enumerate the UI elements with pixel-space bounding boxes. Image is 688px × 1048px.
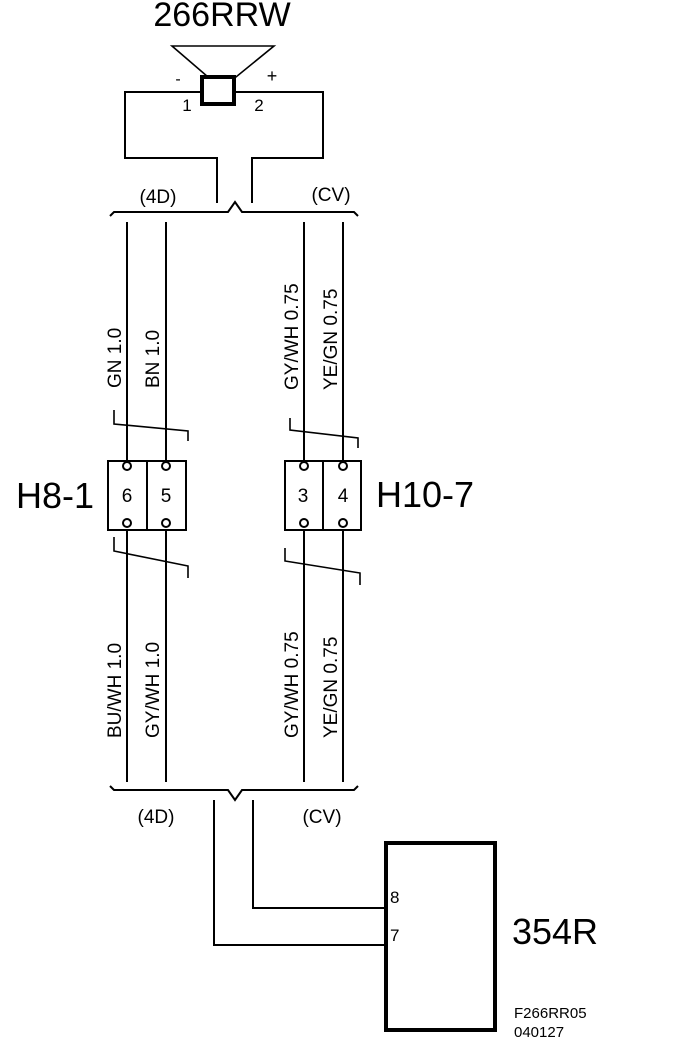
h8-pin-5: 5 [161, 486, 172, 507]
upper-wire-labels: GN 1.0 BN 1.0 GY/WH 0.75 YE/GN 0.75 [105, 283, 342, 390]
connector-h8-label: H8-1 [16, 475, 94, 516]
wire-label-gywh-upper: GY/WH 0.75 [282, 283, 303, 390]
wire-label-gn: GN 1.0 [105, 328, 126, 388]
speaker-leads [124, 91, 324, 203]
lower-wire-labels: BU/WH 1.0 GY/WH 1.0 GY/WH 0.75 YE/GN 0.7… [105, 631, 342, 738]
speaker-pin1-label: 1 [182, 96, 191, 115]
figure-code-line2: 040127 [514, 1024, 564, 1041]
bottom-variant-right-label: (CV) [302, 807, 341, 828]
connector-h10-7: 3 4 H10-7 [284, 418, 474, 585]
wire-label-buwh: BU/WH 1.0 [105, 643, 126, 738]
top-variant-right-label: (CV) [311, 185, 350, 206]
speaker-cone [169, 45, 277, 78]
figure-code: F266RR05 040127 [514, 1005, 587, 1041]
connector-h8-1: 6 5 H8-1 [16, 410, 189, 578]
speaker-body [200, 75, 236, 106]
module-feed-wires [213, 800, 386, 946]
h10-pin-3: 3 [298, 486, 309, 507]
speaker-pin2-label: 2 [254, 96, 263, 115]
speaker-label: 266RRW [153, 0, 290, 34]
module-354r: 8 7 354R [384, 841, 598, 1032]
module-pin-8: 8 [390, 888, 399, 907]
speaker-plus-label: + [267, 66, 278, 86]
wire-label-gywh-lower: GY/WH 0.75 [282, 631, 303, 738]
lower-wires [126, 530, 344, 782]
connector-h10-label: H10-7 [376, 474, 474, 515]
top-variant-left-label: (4D) [140, 187, 177, 208]
wire-label-yegn-upper: YE/GN 0.75 [321, 289, 342, 390]
upper-wires [126, 222, 344, 462]
h8-pin-6: 6 [122, 486, 133, 507]
bottom-variant-left-label: (4D) [138, 807, 175, 828]
module-pin-7: 7 [390, 926, 399, 945]
h10-pin-4: 4 [338, 486, 349, 507]
speaker-266rrw: 266RRW - + 1 2 [153, 0, 290, 115]
bottom-variant-bracket: (4D) (CV) [109, 785, 359, 828]
wire-label-bn: BN 1.0 [143, 330, 164, 388]
module-label: 354R [512, 911, 598, 952]
figure-code-line1: F266RR05 [514, 1005, 587, 1022]
wire-label-gywh-1: GY/WH 1.0 [143, 642, 164, 738]
speaker-minus-label: - [175, 71, 180, 88]
wire-label-yegn-lower: YE/GN 0.75 [321, 637, 342, 738]
top-variant-bracket: (4D) (CV) [109, 185, 359, 217]
